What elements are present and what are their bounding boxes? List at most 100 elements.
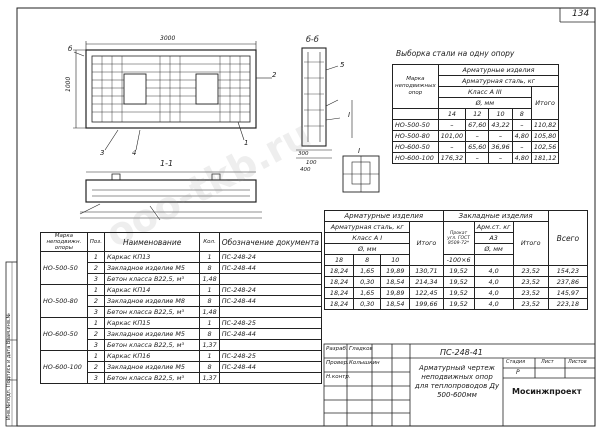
sum-cell: 130,71 <box>409 265 444 277</box>
mark-1: 1 <box>244 139 249 147</box>
plan-view <box>73 41 272 151</box>
sum-cell: 4,0 <box>473 265 514 277</box>
tb-name-1: Гладков <box>349 346 373 352</box>
sum-cell: 237,86 <box>547 276 589 288</box>
sum-h-zakl: Закладные изделия <box>442 210 549 222</box>
page-number: 134 <box>572 9 590 19</box>
steel-cell: 65,60 <box>465 141 490 153</box>
spec-cell <box>218 372 323 384</box>
table-row: 18,24 1,65 19,89 122,45 19,52 4,0 23,52 … <box>323 287 589 299</box>
sum-h-prokat: Прокат угл. ГОСТ 8509-72* <box>442 221 475 255</box>
spec-cell: Закладное изделие М5 <box>103 361 201 373</box>
sum-cell: 154,23 <box>547 265 589 277</box>
spec-cell: 1 <box>199 284 220 296</box>
table-row: НО-600-50 – 65,60 36,96 – 102,56 <box>392 141 560 153</box>
steel-cell: 102,56 <box>530 141 560 153</box>
sum-h-l: -100×6 <box>442 254 475 266</box>
sum-cell: 223,18 <box>547 298 589 310</box>
steel-cell: 43,22 <box>488 119 513 131</box>
steel-cell: – <box>511 141 532 153</box>
steel-h-diam: Ø, мм <box>437 97 532 109</box>
dim-top: 3000 <box>160 35 176 42</box>
spec-cell: НО-600-50 <box>40 317 88 351</box>
steel-cell: – <box>465 130 490 142</box>
spec-cell <box>218 306 323 318</box>
sum-cell: 18,24 <box>323 298 355 310</box>
tb-role-3: Н.контр. <box>326 374 351 380</box>
steel-diam: 8 <box>511 108 532 120</box>
steel-cell: НО-500-80 <box>392 130 439 142</box>
sum-cell: 23,52 <box>512 287 549 299</box>
spec-cell: Бетон класса В22,5, м³ <box>103 306 201 318</box>
tb-stage-label: Стадия <box>506 359 526 365</box>
sum-cell: 1,65 <box>353 287 382 299</box>
spec-cell: 2 <box>86 262 105 274</box>
mark-4: 4 <box>132 149 137 157</box>
spec-cell <box>218 273 323 285</box>
sum-cell: 19,89 <box>380 265 411 277</box>
sum-cell: 214,34 <box>409 276 444 288</box>
steel-diam-blank <box>392 108 439 120</box>
sum-cell: 18,24 <box>323 276 355 288</box>
mark-roman: I <box>348 111 351 119</box>
sum-cell: 0,30 <box>353 276 382 288</box>
sum-h-total: Итого <box>409 221 444 266</box>
sum-cell: 199,66 <box>409 298 444 310</box>
spec-cell: Закладное изделие М5 <box>103 328 201 340</box>
steel-cell: НО-600-100 <box>392 152 439 164</box>
table-row: 18,24 0,30 18,54 214,34 19,52 4,0 23,52 … <box>323 276 589 288</box>
table-row: НО-600-100 176,32 – – 4,80 181,12 <box>392 152 560 164</box>
sum-h-class: Класс А I <box>323 232 411 244</box>
mark-5: 5 <box>340 61 345 69</box>
sum-cell: 1,65 <box>353 265 382 277</box>
steel-diam: 14 <box>437 108 467 120</box>
sum-h-total2: Итого <box>512 221 549 266</box>
sum-cell: 19,52 <box>442 276 475 288</box>
detail-label: I <box>358 147 361 155</box>
spec-cell: Бетон класса В22,5, м³ <box>103 273 201 285</box>
spec-h-name: Наименование <box>103 232 201 252</box>
spec-cell: Бетон класса В22,5, м³ <box>103 372 201 384</box>
spec-cell: 2 <box>86 361 105 373</box>
spec-cell: ПС-248-25 <box>218 350 323 362</box>
spec-cell: ПС-248-44 <box>218 262 323 274</box>
doc-code: ПС-248-41 <box>440 348 483 357</box>
mark-b: б <box>68 45 73 53</box>
steel-cell: – <box>437 141 467 153</box>
steel-table: Марка неподвижных опор Арматурные издели… <box>392 64 560 164</box>
spec-cell: 3 <box>86 372 105 384</box>
steel-cell: – <box>511 119 532 131</box>
spec-cell: 8 <box>199 328 220 340</box>
steel-cell: – <box>488 152 513 164</box>
steel-table-title: Выборка стали на одну опору <box>396 49 515 58</box>
spec-cell: Каркас КП15 <box>103 317 201 329</box>
side-section <box>296 47 353 159</box>
left-stamp-text: Инв.№подл. Подпись и дата Взам.инв.№ <box>6 313 12 420</box>
dim-left: 1000 <box>65 76 72 92</box>
spec-cell: 8 <box>199 295 220 307</box>
spec-cell: НО-500-50 <box>40 251 88 285</box>
table-row: НО-600-100 1 Каркас КП16 1 ПС-248-25 <box>40 350 323 384</box>
steel-h-steel: Арматурная сталь, кг <box>437 75 560 87</box>
steel-cell: НО-600-50 <box>392 141 439 153</box>
spec-cell: 1,37 <box>199 339 220 351</box>
steel-cell: 181,12 <box>530 152 560 164</box>
spec-h-qty: Кол. <box>199 232 220 252</box>
sum-h-arm: Арматурные изделия <box>324 210 444 222</box>
steel-cell: – <box>465 152 490 164</box>
left-stamp-strip <box>5 261 18 427</box>
sum-cell: 23,52 <box>512 276 549 288</box>
doc-title: Арматурный чертеж неподвижных опор для т… <box>414 364 500 399</box>
spec-cell: 3 <box>86 273 105 285</box>
sum-cell: 122,45 <box>409 287 444 299</box>
spec-cell: 1 <box>86 350 105 362</box>
table-row: НО-500-80 1 Каркас КП14 1 ПС-248-24 <box>40 284 323 318</box>
org-name: Мосинжпроект <box>512 387 582 396</box>
steel-diam: 12 <box>465 108 490 120</box>
spec-cell: ПС-248-44 <box>218 295 323 307</box>
spec-cell: 1,37 <box>199 372 220 384</box>
steel-cell: НО-500-50 <box>392 119 439 131</box>
table-row: 18,24 0,30 18,54 199,66 19,52 4,0 23,52 … <box>323 298 589 310</box>
steel-h-arm: Арматурные изделия <box>437 64 560 76</box>
